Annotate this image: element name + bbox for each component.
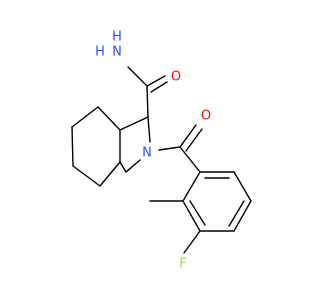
bond-cp-top-left <box>71 106 99 128</box>
molecule-structure-diagram: H N H O N O F <box>71 30 252 272</box>
bond-carbonyl-c-o-2 <box>185 128 203 152</box>
bond-c-f <box>183 230 201 254</box>
bond-c1-to-amide-c <box>146 85 149 118</box>
amide-oxygen-label: O <box>171 70 181 85</box>
bond-ring-fusion <box>99 161 121 187</box>
bond-aryl-5 <box>182 200 201 232</box>
amide-nitrogen-label: N <box>112 45 122 60</box>
amide-hydrogen-label-1: H <box>112 30 122 45</box>
bond-aryl-3 <box>233 200 252 232</box>
bond-fusion-to-c1 <box>119 116 149 131</box>
bond-aryl-2 <box>233 171 252 202</box>
bond-cp-bottom-left <box>72 165 101 187</box>
ketone-oxygen-label: O <box>201 109 211 124</box>
bond-n-to-carbonyl-c <box>158 146 181 151</box>
bond-aryl-3-inner <box>228 200 245 227</box>
bond-cp-left <box>71 126 74 167</box>
bond-cp-top-right <box>97 106 121 131</box>
amide-hydrogen-label-2: H <box>95 45 105 60</box>
bond-n-to-ch2 <box>125 159 141 173</box>
bond-carbonyl-c-o-1 <box>179 124 197 148</box>
ring-nitrogen-label: N <box>142 146 152 161</box>
bond-aryl-6 <box>182 171 201 202</box>
bond-ch2-to-fusion <box>119 161 127 173</box>
bond-carbonyl-to-aryl <box>179 146 201 173</box>
bond-amide-c-to-n <box>127 66 148 87</box>
fluorine-label: F <box>179 257 186 272</box>
bond-amide-c-o-1 <box>146 75 166 87</box>
bond-aryl-5-inner <box>189 200 206 226</box>
bond-c1-to-n <box>147 116 151 143</box>
bond-amide-c-o-2 <box>150 81 168 93</box>
